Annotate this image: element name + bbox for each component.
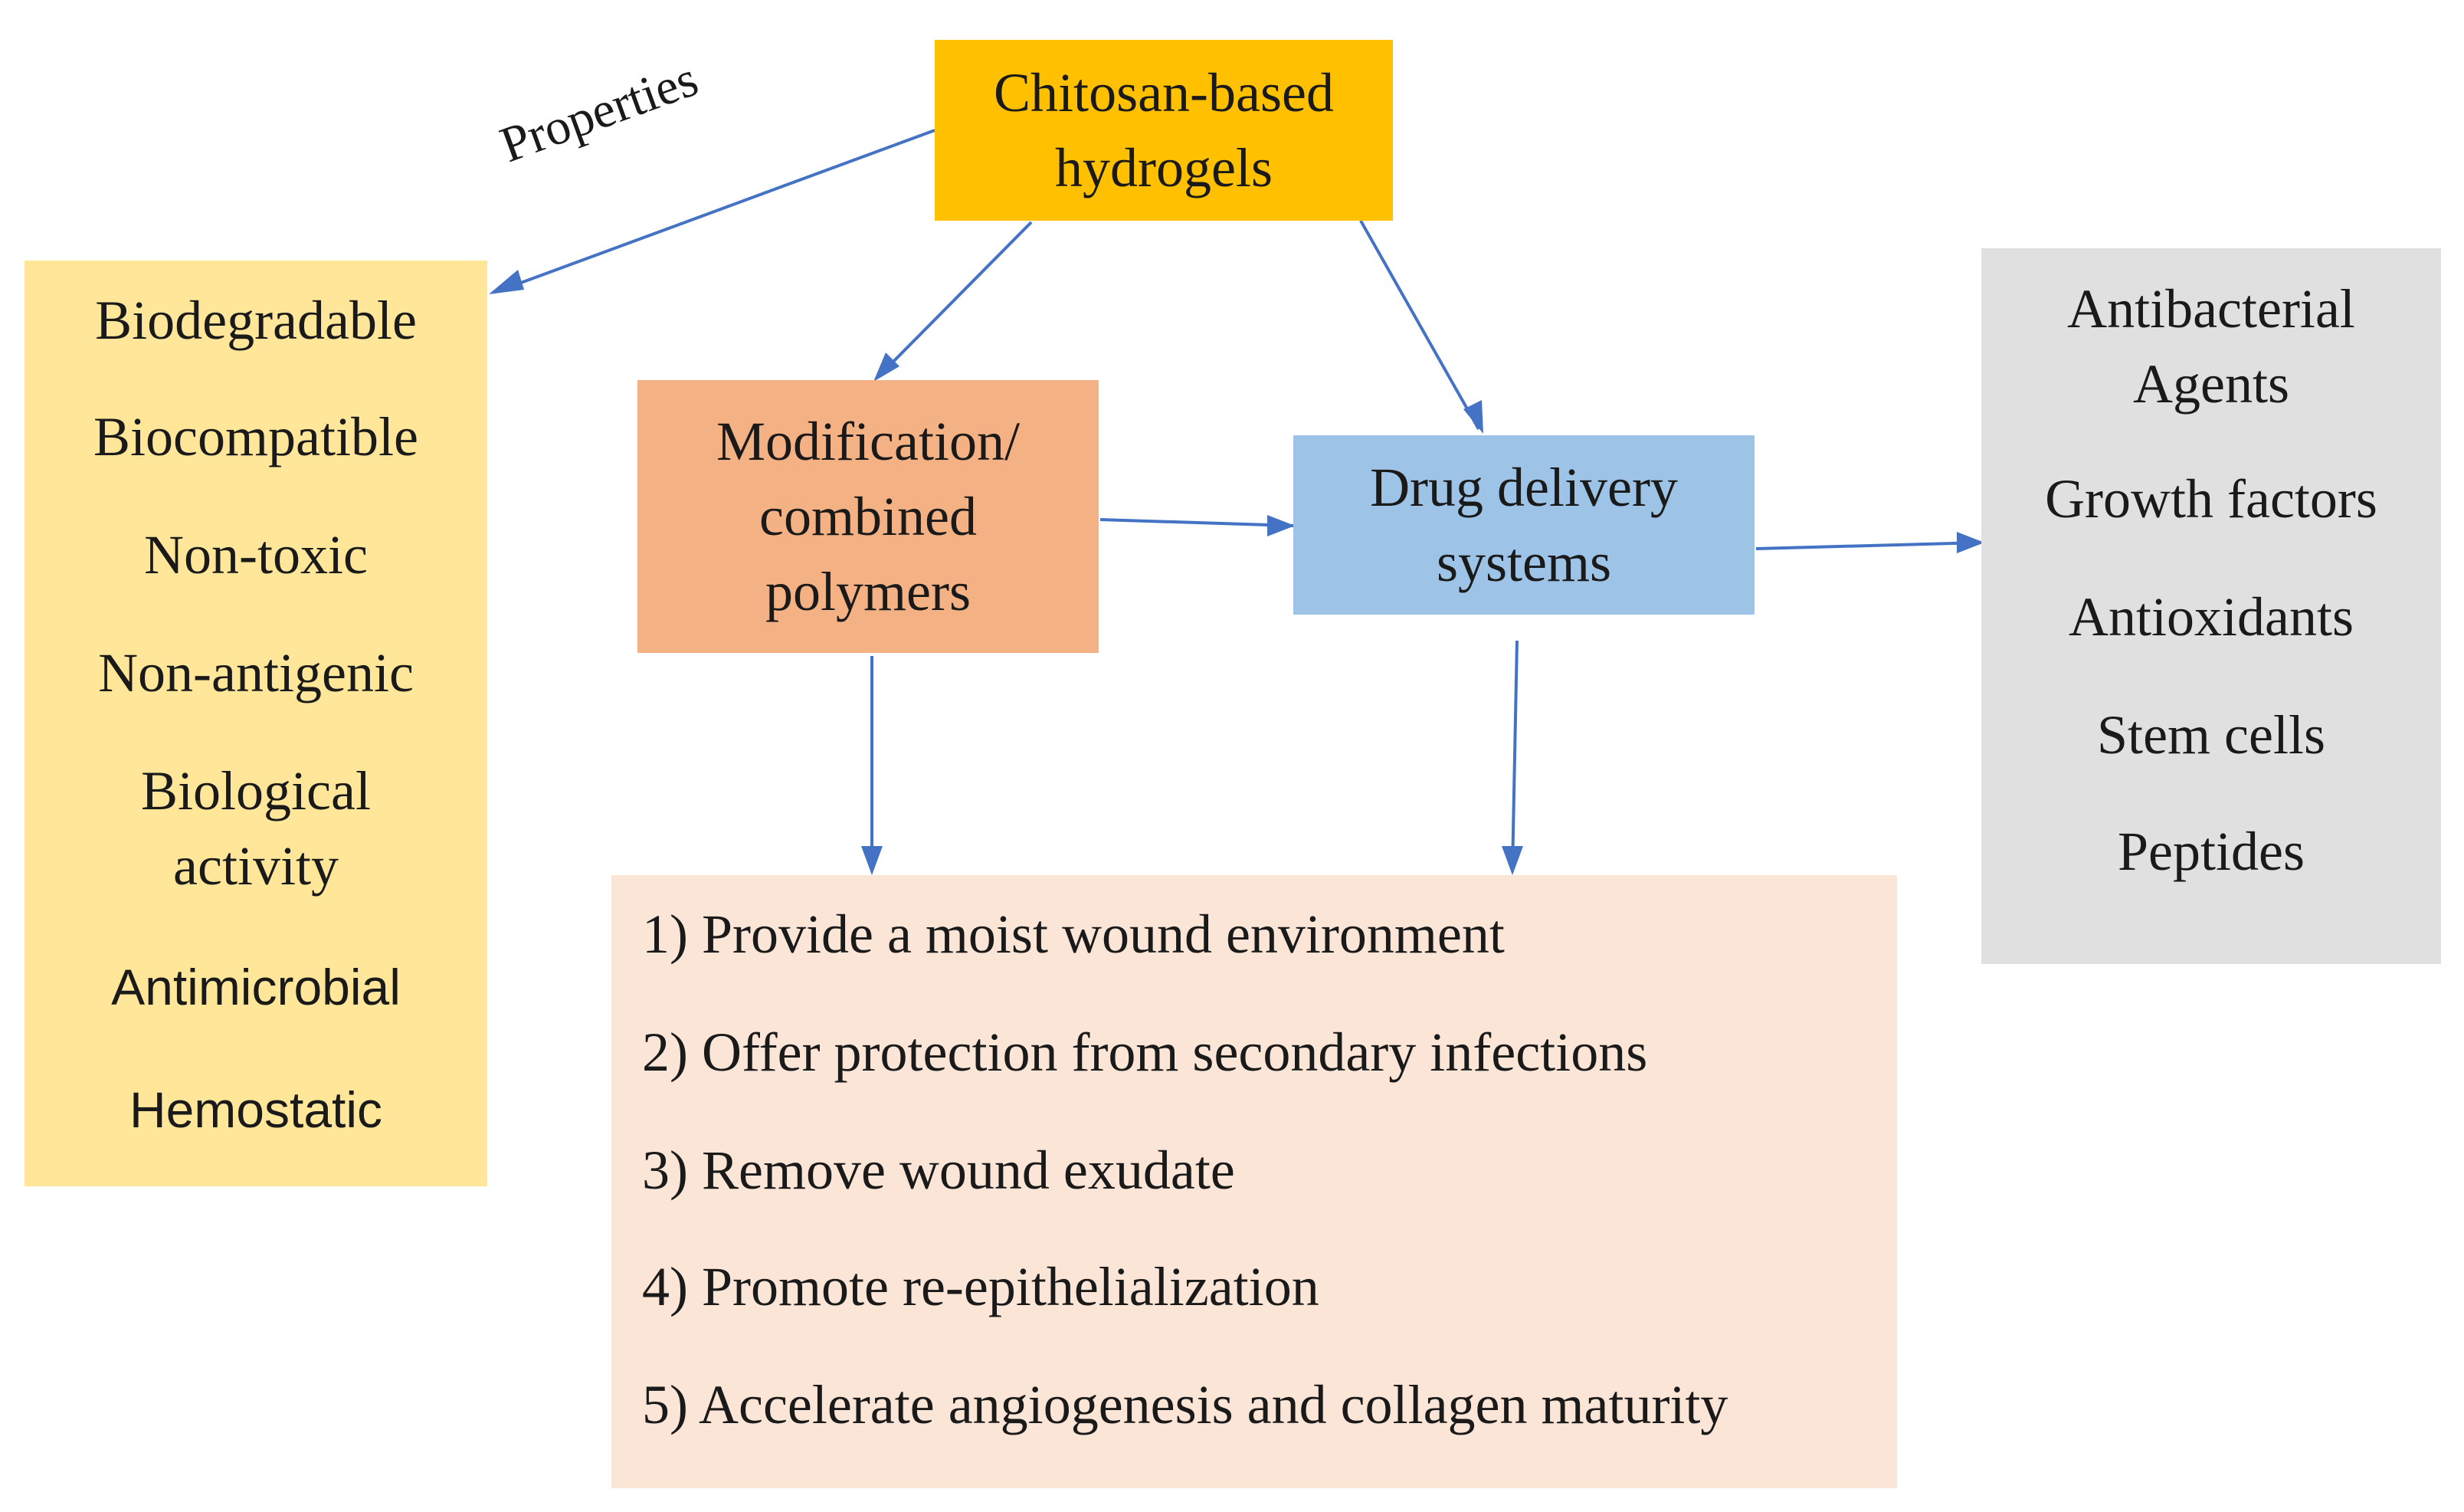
- function-item-2: 2) Offer protection from secondary infec…: [642, 1022, 1648, 1083]
- modification-box: Modification/ combined polymers: [637, 380, 1099, 653]
- root-line-1: Chitosan-based: [994, 62, 1334, 123]
- property-biological-activity-line-1: Biological: [141, 760, 371, 822]
- properties-box: Biodegradable Biocompatible Non-toxic No…: [25, 261, 487, 1186]
- property-biological-activity-line-2: activity: [173, 835, 339, 897]
- modification-line-2: combined: [759, 486, 977, 547]
- function-item-5: 5) Accelerate angiogenesis and collagen …: [642, 1374, 1728, 1435]
- property-non-toxic: Non-toxic: [144, 524, 368, 585]
- drug-delivery-box: Drug delivery systems: [1293, 435, 1755, 615]
- functions-box: 1) Provide a moist wound environment 2) …: [611, 875, 1897, 1488]
- arrow-modification-to-drug-delivery: [1099, 518, 1294, 527]
- agent-peptides: Peptides: [2118, 821, 2305, 882]
- drug-delivery-line-2: systems: [1436, 532, 1612, 593]
- property-hemostatic: Hemostatic: [129, 1081, 383, 1138]
- agent-antioxidants: Antioxidants: [2069, 586, 2354, 648]
- drug-delivery-line-1: Drug delivery: [1370, 457, 1678, 518]
- root-line-2: hydrogels: [1055, 137, 1273, 198]
- arrowhead-agents: [1957, 532, 1984, 553]
- arrowhead-functions-left: [861, 846, 883, 875]
- arrow-root-to-modification: [878, 221, 1033, 377]
- arrowhead-modification: [873, 353, 899, 382]
- property-non-antigenic: Non-antigenic: [98, 642, 414, 704]
- function-item-1: 1) Provide a moist wound environment: [642, 904, 1505, 965]
- agent-antibacterial-line-1: Antibacterial: [2067, 278, 2355, 339]
- arrowhead-drug-from-modification: [1267, 515, 1295, 536]
- arrow-drug-delivery-to-functions: [1511, 640, 1519, 871]
- agents-box: Antibacterial Agents Growth factors Anti…: [1981, 248, 2441, 964]
- modification-line-3: polymers: [765, 561, 971, 622]
- arrowhead-drug-delivery: [1463, 400, 1483, 434]
- agent-antibacterial-line-2: Agents: [2133, 353, 2289, 415]
- arrow-drug-delivery-to-agents: [1755, 541, 1982, 550]
- property-biocompatible: Biocompatible: [93, 406, 418, 467]
- property-antimicrobial: Antimicrobial: [111, 959, 401, 1015]
- chitosan-hydrogels-box: Chitosan-based hydrogels: [935, 40, 1393, 221]
- agent-stem-cells: Stem cells: [2097, 704, 2325, 766]
- arrowhead-functions-right: [1502, 846, 1523, 875]
- function-item-4: 4) Promote re-epithelialization: [642, 1256, 1319, 1317]
- arrow-root-to-drug-delivery: [1359, 220, 1480, 430]
- arrow-root-to-properties: [497, 129, 935, 293]
- agent-growth-factors: Growth factors: [2045, 468, 2377, 530]
- property-biodegradable: Biodegradable: [95, 290, 417, 351]
- arrowhead-properties: [489, 270, 524, 294]
- function-item-3: 3) Remove wound exudate: [642, 1140, 1235, 1201]
- modification-line-1: Modification/: [716, 411, 1020, 472]
